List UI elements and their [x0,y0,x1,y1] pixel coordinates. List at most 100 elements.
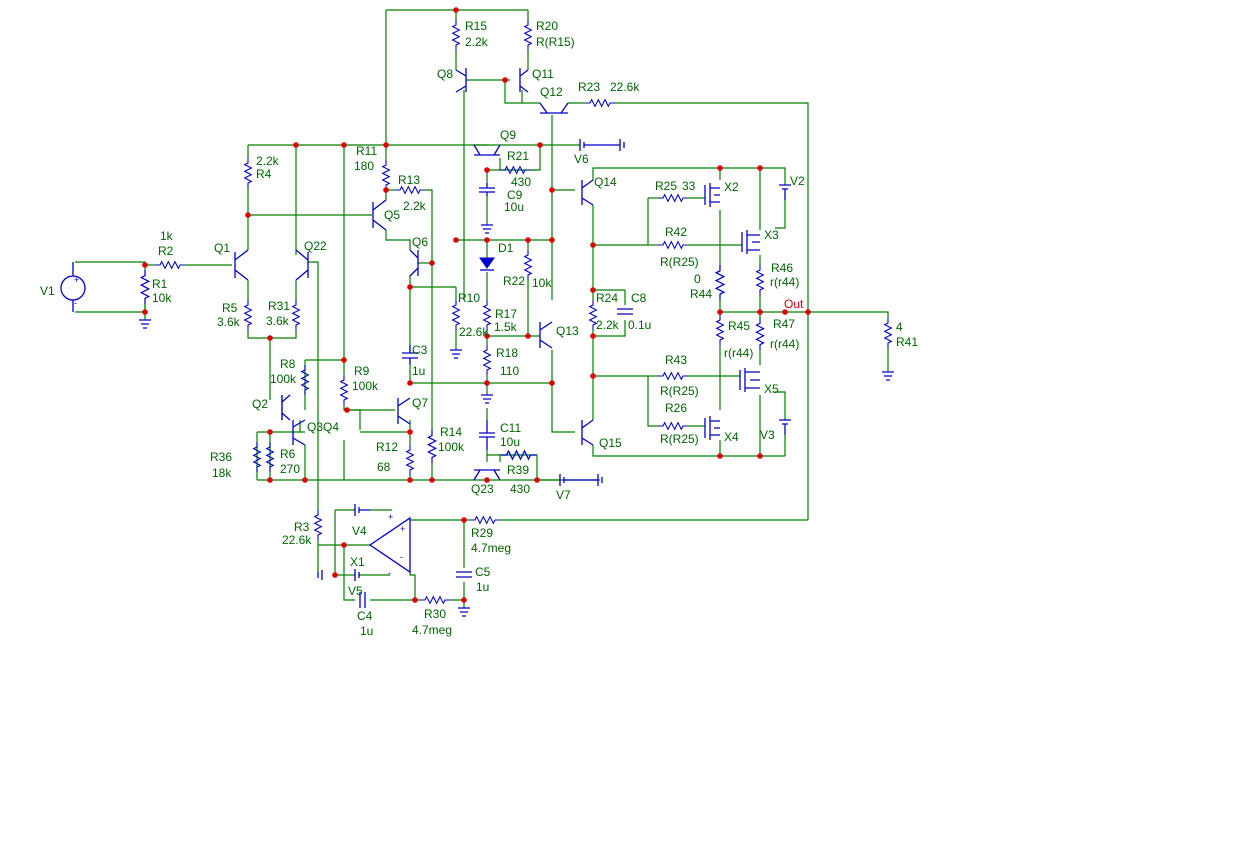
label-R18: R18 [496,346,518,360]
label-R14: R14 [440,425,462,439]
resistor-R26 [657,422,689,430]
transistors [234,68,594,481]
label-R25: R25 [655,179,677,193]
transistor-Q7 [397,397,411,425]
mosfet-X4 [704,416,720,440]
transistor-Q23 [473,469,501,481]
resistor-R15 [452,19,460,51]
label-Q23: Q23 [471,482,494,496]
labels: V1 1k R2 R1 10k 2.2k R4 Q1 Q22 R5 3.6k R… [40,19,918,638]
value-C3: 1u [412,364,425,378]
label-R17: R17 [495,307,517,321]
ground-icon [450,349,462,359]
capacitor-C8 [617,308,633,315]
value-R12: 68 [377,460,391,474]
label-V4: V4 [352,524,367,538]
value-R24: 2.2k [596,318,620,332]
label-Q8: Q8 [437,67,453,81]
value-R29: 4.7meg [471,541,511,555]
ground-icon [882,371,894,381]
resistor-R13 [394,186,426,194]
label-R8: R8 [280,357,296,371]
label-R45: R45 [728,319,750,333]
transistor-Q5 [372,199,387,231]
grounds [139,224,894,617]
resistor-R1 [140,269,150,305]
transistor-Q2 [281,394,291,421]
resistor-R14 [427,429,437,464]
label-Q12: Q12 [540,85,563,99]
source-V3 [779,419,791,435]
value-R43: R(R25) [660,384,699,398]
label-Q9: Q9 [500,128,516,142]
value-R31: 3.6k [266,314,290,328]
mosfet-X2 [704,183,720,207]
resistor-R22 [524,249,532,281]
resistor-R18 [483,344,491,376]
value-R18: 110 [500,364,519,378]
transistor-Q15 [581,419,594,446]
value-R45: r(r44) [724,346,753,360]
transistor-Q6 [409,249,419,277]
junction-dots [142,7,811,603]
label-R12: R12 [376,440,398,454]
resistor-R11 [382,159,390,191]
label-V7: V7 [556,488,571,502]
value-C11: 10u [500,435,520,449]
wire-network [75,9,889,608]
value-R47: r(r44) [770,337,799,351]
dc-sources [354,139,791,581]
value-R20: R(R15) [536,35,575,49]
label-R23: R23 [578,80,600,94]
resistor-R20 [524,19,532,51]
ground-icon [317,570,323,580]
label-R9: R9 [354,364,370,378]
label-X1: X1 [350,555,365,569]
label-R3: R3 [294,520,310,534]
label-X5: X5 [764,382,779,396]
svg-text:-: - [400,552,403,562]
resistor-R12 [406,444,414,476]
value-R13: 2.2k [403,199,427,213]
label-Q22: Q22 [304,239,327,253]
label-V1: V1 [40,284,55,298]
resistor-R21 [499,166,531,174]
transistor-Q1 [234,249,249,281]
label-R10: R10 [458,291,480,305]
opamp-X1: + + - - [368,512,411,578]
transistor-Q22 [295,249,309,281]
label-R15: R15 [465,19,487,33]
transistor-Q12 [539,102,569,114]
label-R46: R46 [771,261,793,275]
resistor-R9 [340,374,348,406]
value-R21: 430 [511,175,531,189]
label-R2: R2 [158,244,174,258]
value-R39: 430 [510,482,530,496]
label-Q3Q4: Q3Q4 [307,420,339,434]
value-R41: 4 [896,320,903,334]
resistor-R39 [499,450,538,460]
label-R44: R44 [690,287,712,301]
resistor-R2 [154,261,186,269]
label-R21: R21 [507,149,529,163]
label-out: Out [784,297,804,311]
ground-icon [481,224,493,234]
value-R8: 100k [270,372,297,386]
label-R20: R20 [536,19,558,33]
value-R26: R(R25) [660,432,699,446]
value-R14: 100k [438,440,465,454]
svg-text:-: - [388,568,391,578]
value-C8: 0.1u [628,318,651,332]
resistor-R8 [301,364,309,396]
capacitor-C11 [479,420,495,450]
label-R47: R47 [773,317,795,331]
transistor-Q13 [539,321,553,349]
label-Q11: Q11 [532,67,554,81]
mosfet-X5 [739,368,760,392]
value-R4: 2.2k [256,154,280,168]
label-R6: R6 [280,447,296,461]
label-R42: R42 [665,225,687,239]
transistor-Q8 [455,68,467,93]
label-R29: R29 [471,526,493,540]
source-V2 [779,184,791,200]
